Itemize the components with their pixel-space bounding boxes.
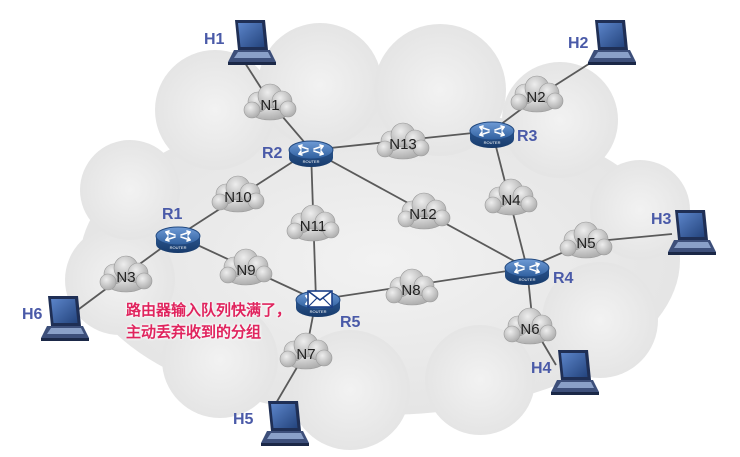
router-label-r4: R4 <box>553 270 574 287</box>
network-label-n5: N5 <box>576 235 595 252</box>
network-label-n12: N12 <box>409 206 437 223</box>
network-label-n9: N9 <box>236 262 255 279</box>
network-label-n7: N7 <box>296 346 315 363</box>
laptop-icon-h1[interactable] <box>228 20 276 65</box>
envelope-icon <box>307 290 333 308</box>
drop-note-line1: 路由器输入队列快满了， <box>126 302 292 319</box>
network-label-n1: N1 <box>260 97 279 114</box>
network-label-n3: N3 <box>116 269 135 286</box>
network-label-n2: N2 <box>526 89 545 106</box>
laptop-icon-h2[interactable] <box>588 20 636 65</box>
router-label-r1: R1 <box>162 206 183 223</box>
router-badge: ROUTER <box>310 309 327 314</box>
router-label-r3: R3 <box>517 128 538 145</box>
host-label-h4: H4 <box>531 360 552 377</box>
host-label-h3: H3 <box>651 211 672 228</box>
host-label-h5: H5 <box>233 411 254 428</box>
network-label-n13: N13 <box>389 136 417 153</box>
router-r2[interactable]: ROUTER <box>288 140 334 168</box>
host-label-h2: H2 <box>568 35 589 52</box>
network-label-n6: N6 <box>520 321 539 338</box>
drop-note-line2: 主动丢弃收到的分组 <box>126 324 262 341</box>
router-label-r5: R5 <box>340 314 361 331</box>
router-r1[interactable]: ROUTER <box>155 226 201 254</box>
network-label-n10: N10 <box>224 189 252 206</box>
host-label-h1: H1 <box>204 31 225 48</box>
network-label-n4: N4 <box>501 192 520 209</box>
router-r4[interactable]: ROUTER <box>504 258 550 286</box>
router-badge: ROUTER <box>170 245 187 250</box>
router-badge: ROUTER <box>519 277 536 282</box>
network-label-n11: N11 <box>300 218 326 235</box>
network-label-n8: N8 <box>401 282 420 299</box>
router-badge: ROUTER <box>484 140 501 145</box>
router-r3[interactable]: ROUTER <box>469 121 515 149</box>
host-label-h6: H6 <box>22 306 43 323</box>
drop-note: 路由器输入队列快满了， 主动丢弃收到的分组 <box>126 300 291 344</box>
router-badge: ROUTER <box>303 159 320 164</box>
router-r5[interactable]: ROUTER <box>295 290 341 318</box>
router-label-r2: R2 <box>262 145 283 162</box>
